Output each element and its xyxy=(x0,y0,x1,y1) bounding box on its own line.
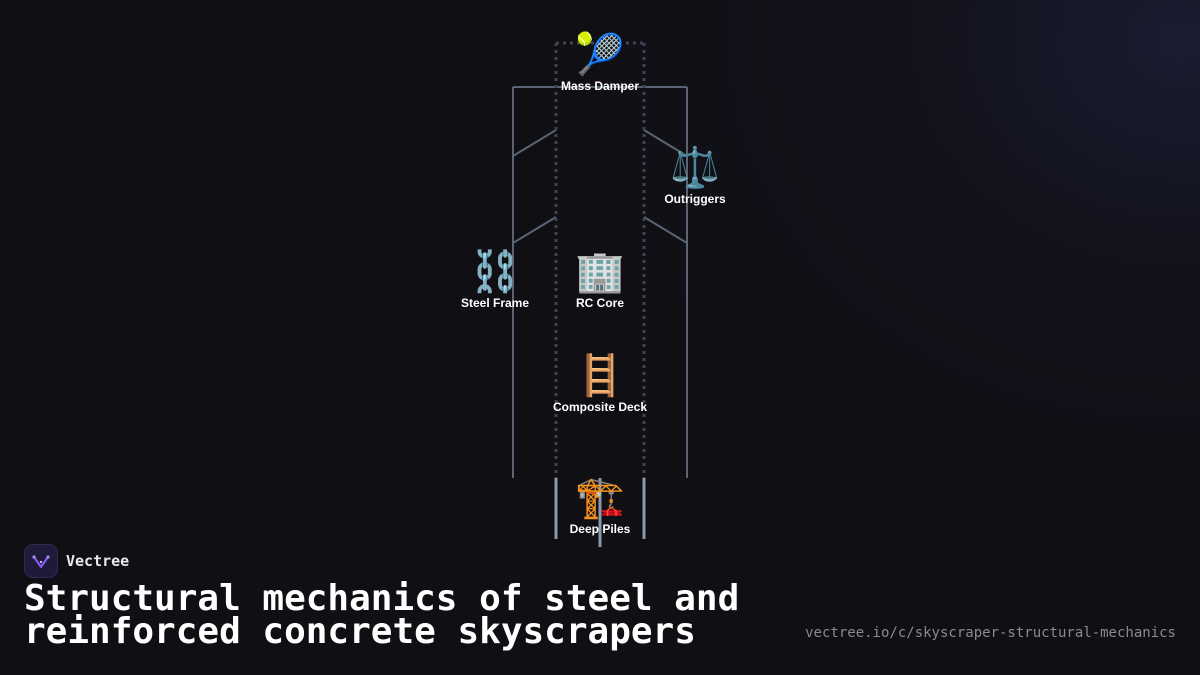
node-label: Mass Damper xyxy=(560,79,640,93)
balance-scale-icon: ⚖️ xyxy=(670,145,720,191)
outrigger-brace-left-lower xyxy=(512,216,557,244)
node-steel-frame: ⛓️ Steel Frame xyxy=(425,250,565,310)
construction-crane-icon: 🏗️ xyxy=(575,475,625,521)
outrigger-brace-left-upper xyxy=(512,129,557,157)
tennis-racket-icon: 🎾 xyxy=(575,32,625,78)
brand: Vectree xyxy=(24,544,129,578)
node-rc-core: 🏢 RC Core xyxy=(530,250,670,310)
node-label: Composite Deck xyxy=(552,400,648,414)
node-deep-piles: 🏗️ Deep Piles xyxy=(530,476,670,536)
vectree-logo-icon xyxy=(24,544,58,578)
office-building-icon: 🏢 xyxy=(575,249,625,295)
chain-icon: ⛓️ xyxy=(470,249,520,295)
brand-name: Vectree xyxy=(66,552,130,570)
node-outriggers: ⚖️ Outriggers xyxy=(625,146,765,206)
node-label: Steel Frame xyxy=(460,296,530,310)
outrigger-brace-right-upper xyxy=(643,129,688,157)
node-mass-damper: 🎾 Mass Damper xyxy=(530,33,670,93)
node-label: RC Core xyxy=(575,296,624,310)
source-url[interactable]: vectree.io/c/skyscraper-structural-mecha… xyxy=(805,625,1176,641)
node-label: Deep Piles xyxy=(569,522,631,536)
outrigger-brace-right-lower xyxy=(643,216,688,244)
page-title: Structural mechanics of steel and reinfo… xyxy=(24,578,740,652)
node-label: Outriggers xyxy=(664,192,726,206)
ladder-icon: 🪜 xyxy=(575,353,625,399)
node-composite-deck: 🪜 Composite Deck xyxy=(530,354,670,414)
